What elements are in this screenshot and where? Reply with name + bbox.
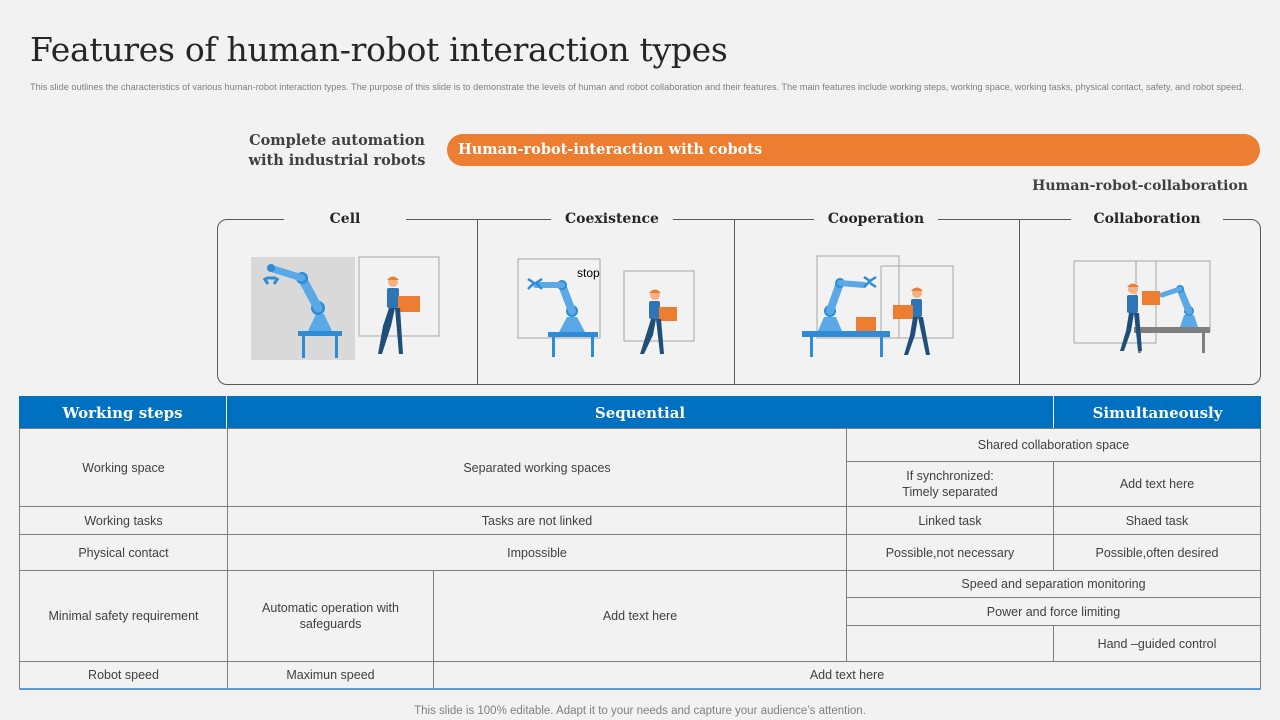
- footer-note: This slide is 100% editable. Adapt it to…: [414, 705, 866, 717]
- cell-possible-often-desired: Possible,often desired: [1053, 534, 1261, 571]
- stage-divider: [734, 219, 735, 385]
- cell-safety-coexistence: Add text here: [433, 570, 847, 662]
- cell-impossible: Impossible: [227, 534, 847, 571]
- stage-title-cell: Cell: [284, 209, 406, 229]
- stage-title-collaboration: Collaboration: [1071, 209, 1223, 229]
- row-label-safety: Minimal safety requirement: [19, 570, 228, 662]
- safety-cell-line2: safeguards: [299, 617, 362, 631]
- stage-title-cooperation: Cooperation: [814, 209, 938, 229]
- cell-working-space-simultaneous: Add text here: [1053, 461, 1261, 507]
- stage-divider: [1019, 219, 1020, 385]
- industrial-robot-icon: [262, 264, 342, 358]
- cell-tasks-not-linked: Tasks are not linked: [227, 506, 847, 535]
- worker-icon: [893, 287, 930, 355]
- cell-possible-not-necessary: Possible,not necessary: [846, 534, 1054, 571]
- cobot-interaction-bar: Human-robot-interaction with cobots: [447, 134, 1260, 166]
- sync-line2: Timely separated: [902, 485, 998, 499]
- sync-line1: If synchronized:: [906, 469, 994, 483]
- collaboration-illustration: [1073, 260, 1211, 353]
- worker-icon: [1120, 283, 1142, 351]
- page-title: Features of human-robot interaction type…: [30, 30, 728, 69]
- cell-hand-guided-control: Hand –guided control: [1053, 625, 1261, 662]
- coexistence-illustration: [517, 258, 695, 357]
- cell-speed-separation-monitoring: Speed and separation monitoring: [846, 570, 1261, 598]
- header-simultaneously: Simultaneously: [1054, 396, 1261, 429]
- cell-separated-working-spaces: Separated working spaces: [227, 428, 847, 507]
- header-working-steps: Working steps: [19, 396, 227, 429]
- worker-area-frame: [880, 265, 954, 339]
- cobot-interaction-label: Human-robot-interaction with cobots: [458, 141, 763, 158]
- robot-area-frame: [517, 258, 601, 339]
- complete-automation-line1: Complete automation: [249, 132, 425, 149]
- cell-illustration: [251, 256, 440, 360]
- robot-area-frame: [816, 255, 900, 339]
- stages-frame: [217, 219, 1261, 385]
- row-label-working-tasks: Working tasks: [19, 506, 228, 535]
- row-label-physical-contact: Physical contact: [19, 534, 228, 571]
- cell-synchronized: If synchronized: Timely separated: [846, 461, 1054, 507]
- page-subtitle: This slide outlines the characteristics …: [30, 82, 1244, 92]
- cell-shared-task: Shaed task: [1053, 506, 1261, 535]
- complete-automation-line2: with industrial robots: [248, 152, 426, 169]
- safety-cell-line1: Automatic operation with: [262, 601, 399, 615]
- row-label-working-space: Working space: [19, 428, 228, 507]
- stage-divider: [477, 219, 478, 385]
- cell-safety-empty: [846, 625, 1054, 662]
- cell-automatic-operation: Automatic operation with safeguards: [227, 570, 434, 662]
- industrial-robot-icon: [527, 277, 598, 357]
- stage-title-coexistence: Coexistence: [551, 209, 673, 229]
- cell-maximum-speed: Maximun speed: [227, 661, 434, 689]
- cell-linked-task: Linked task: [846, 506, 1054, 535]
- cooperation-illustration: [802, 255, 954, 357]
- cell-robot-speed-rest: Add text here: [433, 661, 1261, 689]
- worker-icon: [378, 276, 420, 354]
- table-bottom-border: [19, 688, 1261, 690]
- cell-shared-collaboration-space: Shared collaboration space: [846, 428, 1261, 462]
- complete-automation-label: Complete automation with industrial robo…: [232, 131, 442, 171]
- header-sequential: Sequential: [227, 396, 1054, 429]
- worker-icon: [640, 289, 677, 354]
- row-label-robot-speed: Robot speed: [19, 661, 228, 689]
- human-robot-collaboration-label: Human-robot-collaboration: [1032, 178, 1248, 194]
- features-table: Working steps Sequential Simultaneously …: [19, 396, 1261, 689]
- cell-power-force-limiting: Power and force limiting: [846, 597, 1261, 626]
- collaborative-robot-icon: [1134, 285, 1210, 353]
- stop-label: stop: [577, 266, 600, 280]
- industrial-robot-icon: [802, 275, 890, 357]
